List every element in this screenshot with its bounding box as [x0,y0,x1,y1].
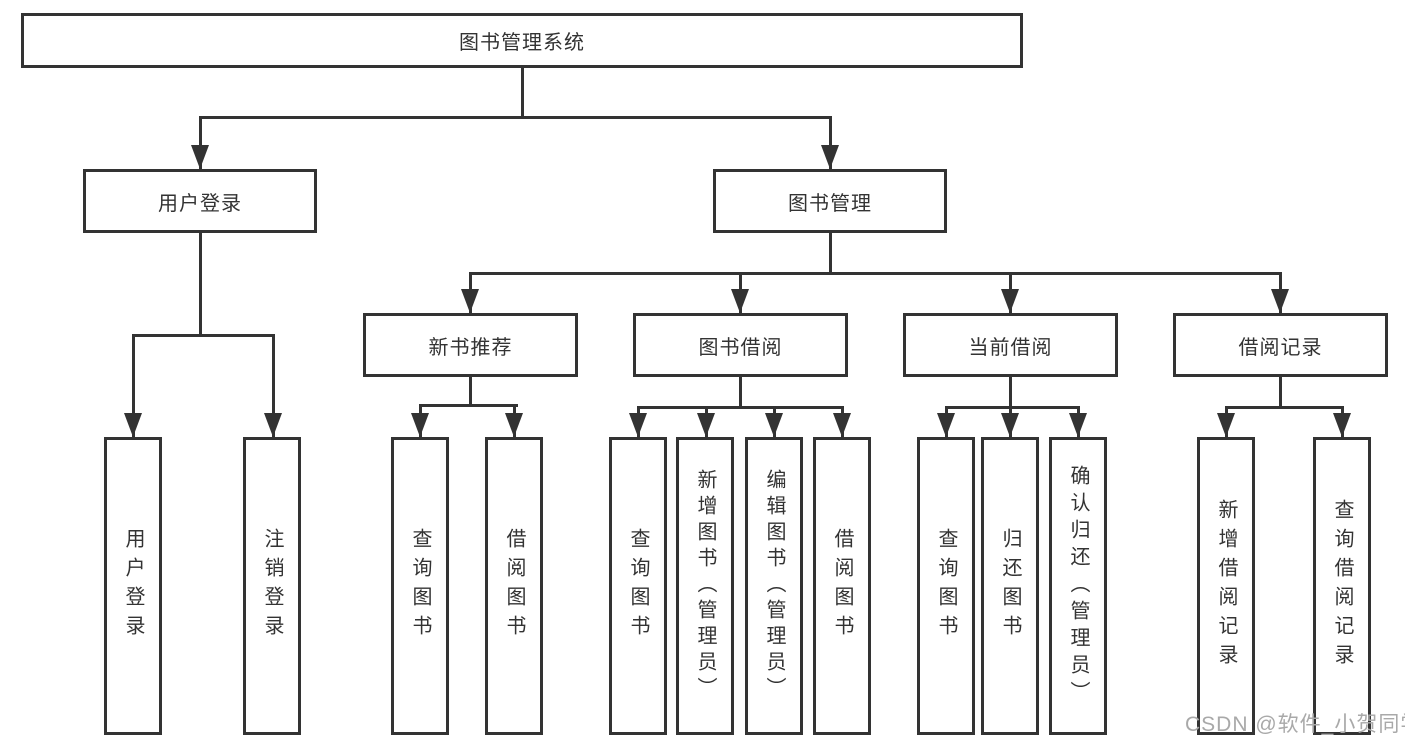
leaf-borrow-books-recommend: 借阅图书 [485,437,543,735]
leaf-confirm-return-admin: 确认归还（管理员） [1049,437,1107,735]
node-new-book-recommend: 新书推荐 [363,313,578,377]
arrowhead-return-books [1001,413,1019,437]
connector-bookborrow-bar [636,405,844,409]
connector-root-bar [198,115,832,119]
arrowhead-query-books-b [629,413,647,437]
connector-bookborrow-stem [738,377,742,407]
connector-book-mgmt-stem [828,233,832,273]
arrowhead-query-books-a [411,413,429,437]
connector-root-stem [520,68,524,117]
csdn-watermark: CSDN @软件_小贺同学 [1185,713,1405,736]
connector-records-bar [1224,405,1344,409]
arrowhead-edit-books [765,413,783,437]
connector-newbook-bar [418,403,518,407]
node-book-borrow: 图书借阅 [633,313,848,377]
connector-currentborrow-bar [944,405,1080,409]
leaf-return-books: 归还图书 [981,437,1039,735]
arrowhead-borrow-books-a [505,413,523,437]
arrowhead-new-book-recommend [461,289,479,313]
connector-user-login-bar [131,333,275,337]
arrowhead-add-books [697,413,715,437]
leaf-edit-books-admin: 编辑图书（管理员） [745,437,803,735]
node-user-login: 用户登录 [83,169,317,233]
arrowhead-confirm-return [1069,413,1087,437]
arrowhead-query-borrow-record [1333,413,1351,437]
connector-user-login-stem [198,233,202,335]
arrowhead-leaf-logout [264,413,282,437]
connector-currentborrow-stem [1008,377,1012,407]
leaf-logout-login: 注销登录 [243,437,301,735]
arrowhead-query-books-c [937,413,955,437]
connector-root-left-drop [198,117,202,169]
connector-records-stem [1278,377,1282,407]
connector-root-right-drop [828,117,832,169]
leaf-query-books-current: 查询图书 [917,437,975,735]
node-library-management-system: 图书管理系统 [21,13,1023,68]
connector-user-login-drop-1 [131,335,135,437]
connector-newbook-stem [468,377,472,405]
leaf-query-borrow-record: 查询借阅记录 [1313,437,1371,735]
node-current-borrow: 当前借阅 [903,313,1118,377]
arrowhead-borrow-books-b [833,413,851,437]
arrowhead-leaf-user-login [124,413,142,437]
leaf-borrow-books: 借阅图书 [813,437,871,735]
leaf-query-books-borrow: 查询图书 [609,437,667,735]
arrowhead-current-borrow [1001,289,1019,313]
arrowhead-user-login [191,145,209,169]
node-book-management: 图书管理 [713,169,947,233]
node-borrow-records: 借阅记录 [1173,313,1388,377]
leaf-add-borrow-record: 新增借阅记录 [1197,437,1255,735]
leaf-add-books-admin: 新增图书（管理员） [676,437,734,735]
connector-book-mgmt-bar [468,271,1282,275]
connector-user-login-drop-2 [271,335,275,437]
arrowhead-borrow-records [1271,289,1289,313]
arrowhead-book-management [821,145,839,169]
arrowhead-add-borrow-record [1217,413,1235,437]
leaf-query-books-recommend: 查询图书 [391,437,449,735]
arrowhead-book-borrow [731,289,749,313]
leaf-user-login: 用户登录 [104,437,162,735]
